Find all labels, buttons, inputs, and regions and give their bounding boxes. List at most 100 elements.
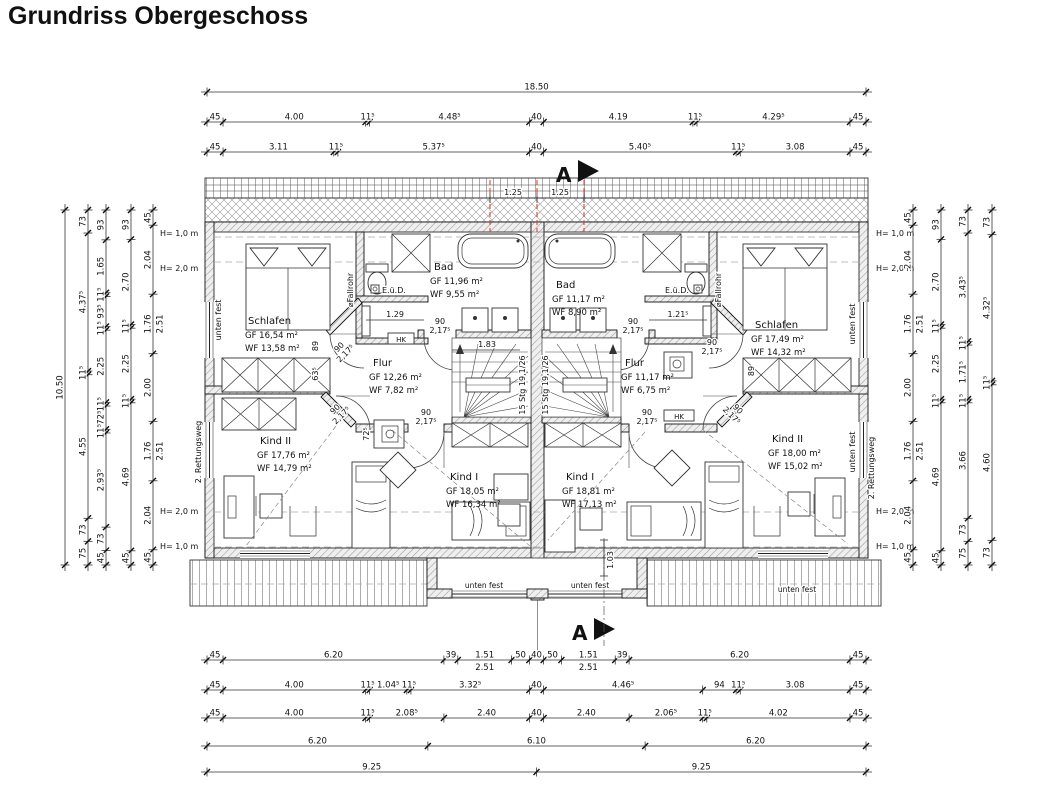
dim-mark <box>964 395 972 403</box>
section-letter-top: A <box>556 163 572 187</box>
dim-mark <box>699 686 707 694</box>
dim-mark <box>203 118 211 126</box>
dim-mark <box>127 324 135 332</box>
dim-mark <box>149 350 157 358</box>
dim-mark <box>988 206 996 214</box>
dim-mark <box>407 686 415 694</box>
dim-label: 4.32⁵ <box>983 297 993 319</box>
dim-label: 1.76 <box>904 442 914 461</box>
dim-mark <box>508 656 516 664</box>
unten-fest-label: unten fest <box>214 300 223 341</box>
room-gf: GF 11,17 m² <box>552 295 605 305</box>
dim-label: 45 <box>210 681 221 691</box>
dim-mark <box>366 118 374 126</box>
dim-label: 2.08⁵ <box>396 709 418 719</box>
dim-label: 11⁵ <box>360 709 374 719</box>
dim-mark <box>846 714 854 722</box>
room-wf: WF 16,34 m² <box>446 500 501 510</box>
room-name: Kind II <box>772 434 803 445</box>
dim-label: 45 <box>853 651 864 661</box>
room-gf: GF 12,26 m² <box>369 373 422 383</box>
dim-mark <box>964 537 972 545</box>
dim-label: 4.69 <box>932 467 942 486</box>
dim-mark <box>127 321 135 329</box>
dim-label: 18.50 <box>524 83 548 93</box>
rettungsweg-label: 2. Rettungsweg <box>867 437 876 500</box>
dim-label: 3.08 <box>786 681 805 691</box>
dim-mark <box>689 118 697 126</box>
eud-label: E.ü.D. <box>382 286 406 295</box>
dim-label: 2.51 <box>916 442 926 461</box>
window-left-1 <box>204 302 215 358</box>
dim-mark <box>862 656 870 664</box>
dim-label: 45 <box>853 143 864 153</box>
dim-label: 2.40 <box>477 709 496 719</box>
doors <box>329 333 744 469</box>
dim-mark <box>149 561 157 569</box>
door-width: 90 <box>707 338 717 347</box>
dim-mark <box>84 367 92 375</box>
dim-label: 45 <box>904 212 914 223</box>
dim-label: 2.04 <box>144 506 154 525</box>
dim-label: 11⁵ <box>329 143 343 153</box>
dim-label: 11⁵ <box>97 288 107 302</box>
room-wf: WF 6,75 m² <box>621 386 670 396</box>
dim-mark <box>102 292 110 300</box>
dim-mark <box>102 289 110 297</box>
dim-label: 2.25 <box>122 354 132 373</box>
dim-mark <box>862 768 870 776</box>
dim-label: 11⁵ <box>731 143 745 153</box>
section-arrow-top <box>578 160 599 182</box>
dim-mark <box>203 742 211 750</box>
dim-mark <box>699 714 707 722</box>
dim-mark <box>127 235 135 243</box>
dim-mark <box>964 399 972 407</box>
dim-label: 2.51 <box>156 314 166 333</box>
dim-label: 93 <box>97 220 107 231</box>
dim-mark <box>424 742 432 750</box>
dim-label: 11⁵ <box>97 321 107 335</box>
dim-label: 10.50 <box>56 375 66 399</box>
dim-label: 1.71⁵ <box>959 361 969 383</box>
dim-mark <box>525 118 533 126</box>
windows <box>204 302 869 558</box>
dim-label: 4.60 <box>983 453 993 472</box>
dim-label: 73 <box>959 524 969 535</box>
height-label: H= 2,0 m <box>876 507 915 516</box>
dim-mark <box>127 395 135 403</box>
height-label: H= 1,0 m <box>876 542 915 551</box>
door-width: 90 <box>642 408 652 417</box>
dim-label: 45 <box>144 552 154 563</box>
dim-mark <box>102 429 110 437</box>
dim-mark <box>366 714 374 722</box>
hk-label: HK <box>674 413 684 421</box>
dim-label: 11⁵ <box>97 397 107 411</box>
dim-label: 6.20 <box>746 737 765 747</box>
dim-label: 45 <box>904 552 914 563</box>
room-name: Bad <box>434 262 453 273</box>
dim-mark <box>964 229 972 237</box>
dim-mark <box>403 686 411 694</box>
dim-label: 45 <box>853 709 864 719</box>
dim-label: 75 <box>959 548 969 559</box>
door-height: 2,17⁵ <box>701 347 722 356</box>
dim-label: 73 <box>79 524 89 535</box>
dim-label: 6.10 <box>527 737 546 747</box>
dim-label: 9.25 <box>692 763 711 773</box>
dim-mark <box>102 402 110 410</box>
dim-label: 11⁵ <box>932 394 942 408</box>
room-wf: WF 13,58 m² <box>245 344 300 354</box>
dim-label: 40 <box>531 681 542 691</box>
dim-label: 11⁵ <box>983 376 993 390</box>
porch <box>426 557 648 599</box>
unten-fest-label: unten fest <box>465 581 503 590</box>
door-height: 2,17⁵ <box>622 326 643 335</box>
dim-mark <box>219 118 227 126</box>
height-label: H= 1,0 m <box>876 229 915 238</box>
dim-label: 6.20 <box>730 651 749 661</box>
